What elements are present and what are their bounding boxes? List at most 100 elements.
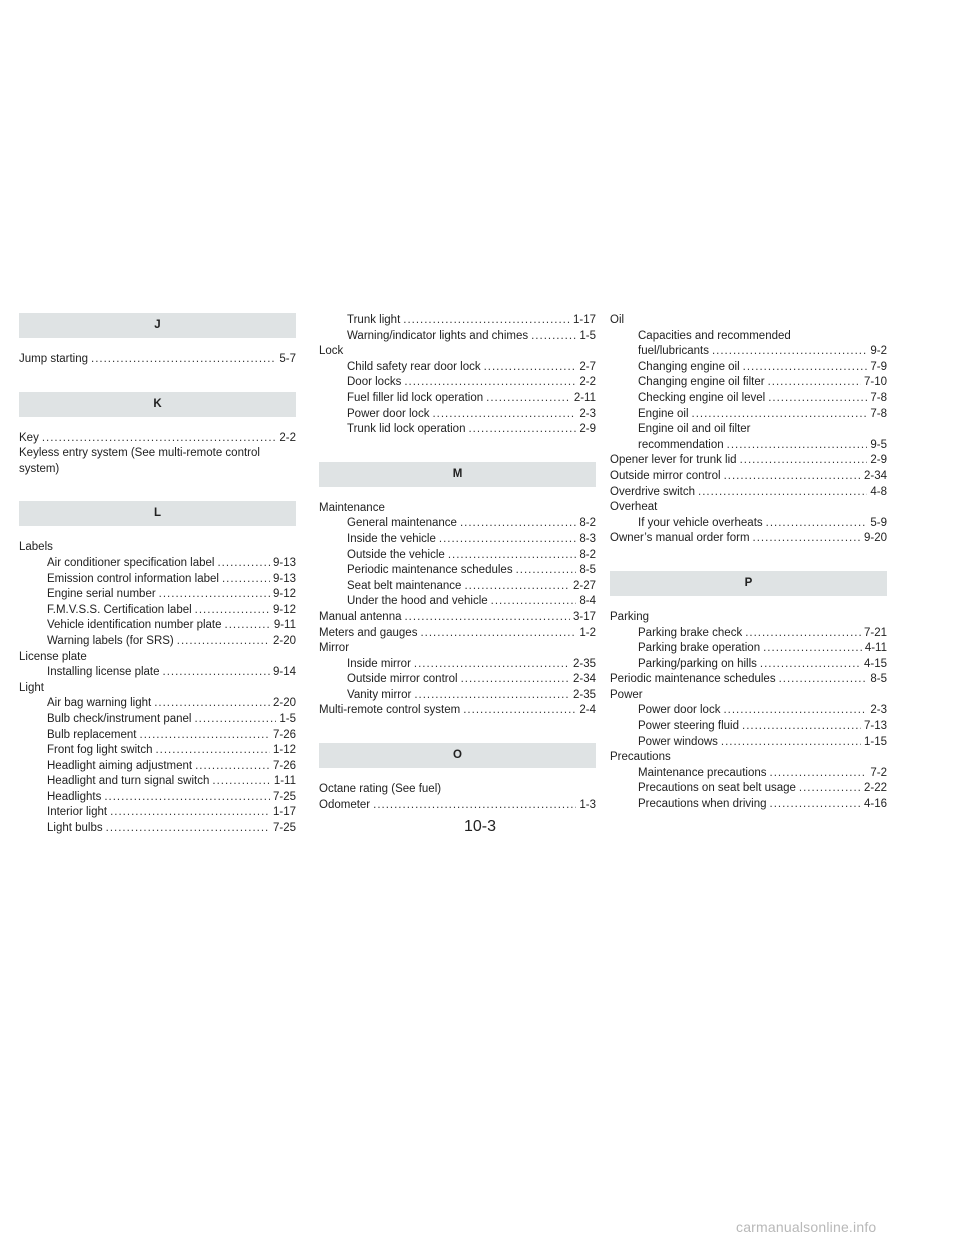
index-entry[interactable]: Jump starting5-7	[19, 352, 296, 368]
index-page-ref: 9-11	[273, 619, 296, 632]
index-subentry[interactable]: Vanity mirror2-35	[319, 688, 596, 704]
index-subentry[interactable]: Warning labels (for SRS)2-20	[19, 634, 296, 650]
index-page-ref: 2-35	[572, 657, 596, 670]
index-subentry[interactable]: Installing license plate9-14	[19, 665, 296, 681]
index-entry-text: Power door lock	[347, 407, 430, 420]
index-subentry[interactable]: Outside mirror control2-34	[319, 672, 596, 688]
index-subentry[interactable]: Power windows1-15	[610, 735, 887, 751]
index-subentry[interactable]: Engine oil and oil filterrecommendation9…	[610, 422, 887, 453]
index-entry[interactable]: Mirror	[319, 641, 596, 657]
index-subentry[interactable]: Child safety rear door lock2-7	[319, 360, 596, 376]
index-subentry[interactable]: F.M.V.S.S. Certification label9-12	[19, 603, 296, 619]
index-subentry[interactable]: Parking/parking on hills4-15	[610, 657, 887, 673]
index-subentry[interactable]: Power door lock2-3	[319, 407, 596, 423]
index-entry-text: Inside mirror	[347, 657, 411, 670]
index-subentry[interactable]: Parking brake operation4-11	[610, 641, 887, 657]
index-entry-text: Power door lock	[638, 704, 721, 717]
index-page-ref: 7-9	[870, 360, 887, 373]
index-entry[interactable]: Light	[19, 681, 296, 697]
index-entry[interactable]: Oil	[610, 313, 887, 329]
index-entry[interactable]: Power	[610, 688, 887, 704]
dot-leader	[760, 657, 861, 673]
index-entry-text: Parking/parking on hills	[638, 657, 757, 670]
index-entry[interactable]: Precautions	[610, 750, 887, 766]
dot-leader	[222, 572, 270, 588]
index-subentry[interactable]: Inside the vehicle8-3	[319, 532, 596, 548]
index-entry[interactable]: License plate	[19, 650, 296, 666]
dot-leader	[745, 626, 861, 642]
dot-leader	[799, 781, 861, 797]
index-subentry[interactable]: Engine oil7-8	[610, 407, 887, 423]
index-subentry[interactable]: Changing engine oil7-9	[610, 360, 887, 376]
index-page-ref: 2-9	[579, 423, 596, 436]
index-entry[interactable]: Parking	[610, 610, 887, 626]
index-subentry[interactable]: Headlight and turn signal switch1-11	[19, 774, 296, 790]
index-entry[interactable]: Outside mirror control2-34	[610, 469, 887, 485]
index-entry[interactable]: Overdrive switch4-8	[610, 485, 887, 501]
index-subentry[interactable]: Power steering fluid7-13	[610, 719, 887, 735]
dot-leader	[154, 696, 270, 712]
index-subentry[interactable]: Inside mirror 2-35	[319, 657, 596, 673]
index-subentry[interactable]: Outside the vehicle8-2	[319, 548, 596, 564]
index-subentry[interactable]: Vehicle identification number plate9-11	[19, 618, 296, 634]
index-subentry[interactable]: Interior light1-17	[19, 805, 296, 821]
index-subentry[interactable]: Trunk light1-17	[319, 313, 596, 329]
index-entry[interactable]: Meters and gauges1-2	[319, 626, 596, 642]
index-page-ref: 2-20	[272, 634, 296, 647]
index-subentry[interactable]: Periodic maintenance schedules8-5	[319, 563, 596, 579]
dot-leader	[432, 407, 576, 423]
index-subentry[interactable]: Headlights7-25	[19, 790, 296, 806]
index-entry[interactable]: Manual antenna3-17	[319, 610, 596, 626]
dot-leader	[753, 531, 861, 547]
index-subentry[interactable]: Warning/indicator lights and chimes1-5	[319, 329, 596, 345]
index-subentry[interactable]: General maintenance8-2	[319, 516, 596, 532]
index-subentry[interactable]: Precautions on seat belt usage2-22	[610, 781, 887, 797]
index-subentry[interactable]: Front fog light switch1-12	[19, 743, 296, 759]
index-entry-text: Maintenance	[319, 501, 385, 514]
index-subentry[interactable]: Power door lock2-3	[610, 703, 887, 719]
index-subentry[interactable]: Maintenance precautions7-2	[610, 766, 887, 782]
index-entry[interactable]: Opener lever for trunk lid2-9	[610, 453, 887, 469]
index-subentry[interactable]: Headlight aiming adjustment7-26	[19, 759, 296, 775]
index-subentry[interactable]: Emission control information label9-13	[19, 572, 296, 588]
index-entry[interactable]: Periodic maintenance schedules8-5	[610, 672, 887, 688]
index-subentry[interactable]: Air conditioner specification label9-13	[19, 556, 296, 572]
index-entry-text: Parking brake operation	[638, 642, 761, 655]
index-entry[interactable]: Odometer1-3	[319, 798, 596, 814]
index-page-ref: 9-20	[863, 532, 887, 545]
index-subentry[interactable]: Bulb replacement7-26	[19, 728, 296, 744]
index-entry[interactable]: Lock	[319, 344, 596, 360]
index-entry-text: Engine oil and oil filter	[638, 423, 751, 436]
index-subentry[interactable]: Air bag warning light2-20	[19, 696, 296, 712]
index-subentry[interactable]: If your vehicle overheats5-9	[610, 516, 887, 532]
index-subentry[interactable]: Door locks2-2	[319, 375, 596, 391]
index-entry[interactable]: Keyless entry system (See multi-remote c…	[19, 446, 296, 477]
index-subentry[interactable]: Parking brake check7-21	[610, 626, 887, 642]
index-subentry[interactable]: Engine serial number9-12	[19, 587, 296, 603]
index-subentry[interactable]: Trunk lid lock operation2-9	[319, 422, 596, 438]
index-entry-text: Air bag warning light	[47, 697, 152, 710]
index-subentry[interactable]: Fuel filler lid lock operation2-11	[319, 391, 596, 407]
index-entry[interactable]: Labels	[19, 540, 296, 556]
index-page-ref: 2-34	[863, 469, 887, 482]
index-subentry[interactable]: Changing engine oil filter7-10	[610, 375, 887, 391]
index-entry-text: Warning/indicator lights and chimes	[347, 329, 529, 342]
index-entry[interactable]: Owner’s manual order form9-20	[610, 531, 887, 547]
index-subentry[interactable]: Bulb check/instrument panel1-5	[19, 712, 296, 728]
index-entry[interactable]: Key2-2	[19, 431, 296, 447]
index-entry-text: Precautions when driving	[638, 798, 767, 811]
index-page-ref: 9-12	[272, 588, 296, 601]
index-entry[interactable]: Overheat	[610, 500, 887, 516]
index-entry[interactable]: Multi-remote control system2-4	[319, 703, 596, 719]
index-page-ref: 4-16	[863, 798, 887, 811]
index-entry[interactable]: Maintenance	[319, 501, 596, 517]
index-subentry[interactable]: Under the hood and vehicle8-4	[319, 594, 596, 610]
dot-leader	[104, 790, 270, 806]
index-subentry[interactable]: Seat belt maintenance2-27	[319, 579, 596, 595]
index-subentry[interactable]: Precautions when driving 4-16	[610, 797, 887, 813]
index-subentry[interactable]: Checking engine oil level7-8	[610, 391, 887, 407]
index-entry[interactable]: Octane rating (See fuel)	[319, 782, 596, 798]
index-subentry[interactable]: Light bulbs7-25	[19, 821, 296, 837]
index-entry-text: Maintenance precautions	[638, 766, 767, 779]
